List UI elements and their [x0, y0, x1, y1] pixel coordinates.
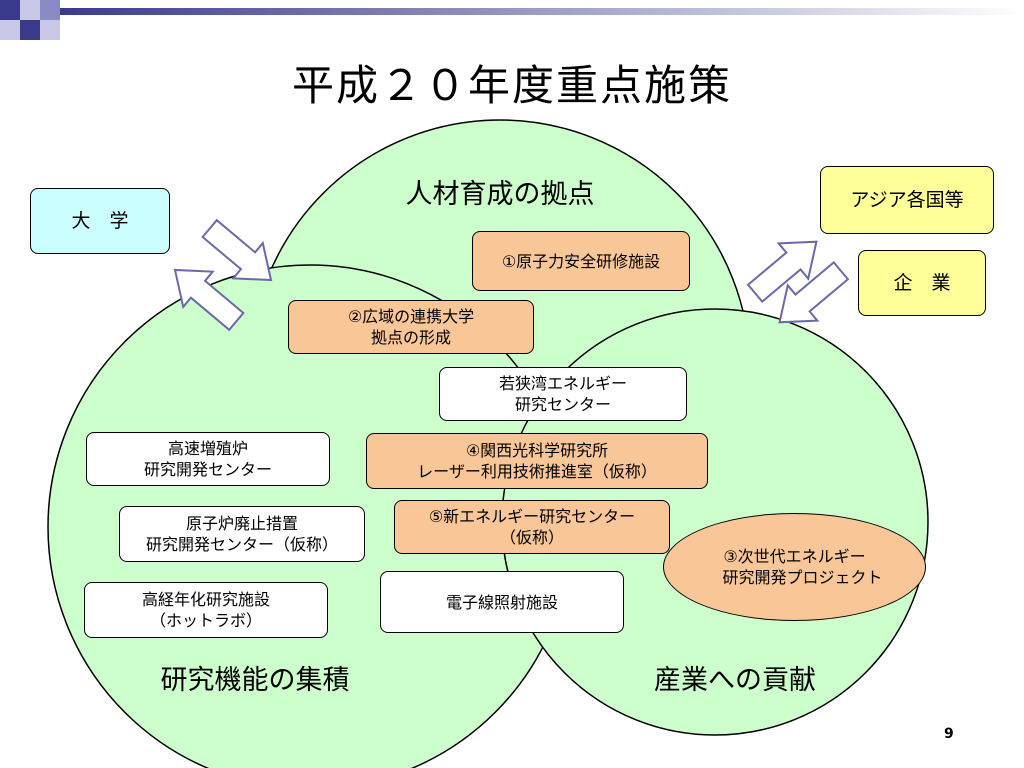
- arrow-shape: [746, 240, 818, 303]
- decommissioning-box: 原子炉廃止措置 研究開発センター（仮称）: [119, 506, 365, 562]
- box-text-line: ②広域の連携大学: [347, 307, 475, 326]
- company-label: 企 業: [893, 271, 951, 294]
- left-double-arrow: [173, 218, 273, 332]
- arrow-shape: [201, 218, 273, 282]
- box-text-line: 電子線照射施設: [445, 592, 558, 612]
- header-square: [0, 20, 20, 40]
- asia-label: アジア各国等: [850, 188, 964, 211]
- arrow-shape: [173, 268, 245, 332]
- box-text-line: ⑤新エネルギー研究センター: [428, 507, 636, 526]
- asia-box: アジア各国等: [820, 166, 994, 234]
- kansai-photon-box: ④関西光科学研究所 レーザー利用技術推進室（仮称）: [366, 433, 708, 489]
- box-text-line: レーザー利用技術推進室（仮称）: [417, 462, 657, 481]
- box-text-line: 高経年化研究施設: [141, 590, 270, 609]
- box-text-line: 拠点の形成: [370, 328, 451, 347]
- header-square: [40, 20, 60, 40]
- box-text-line: 高速増殖炉: [167, 439, 248, 458]
- company-box: 企 業: [858, 250, 986, 316]
- page-number: 9: [944, 726, 954, 742]
- box-text-line: 若狭湾エネルギー: [498, 374, 627, 393]
- box-text-line: ①原子力安全研修施設: [501, 251, 661, 271]
- box-text-line: 原子炉廃止措置: [185, 514, 298, 533]
- wakasa-energy-box: 若狭湾エネルギー 研究センター: [439, 367, 687, 421]
- university-box: 大 学: [30, 188, 170, 254]
- box-text-line: ④関西光科学研究所: [465, 441, 609, 460]
- box-text-line: ③次世代エネルギー: [723, 547, 866, 566]
- fast-breeder-box: 高速増殖炉 研究開発センター: [86, 432, 330, 486]
- circle-label-left: 研究機能の集積: [160, 665, 350, 696]
- header-square: [20, 0, 40, 20]
- wide-area-box: ②広域の連携大学 拠点の形成: [288, 300, 534, 354]
- box-text-line: 研究開発プロジェクト: [706, 568, 883, 587]
- box-text-line: 研究センター: [514, 395, 611, 414]
- page-title: 平成２０年度重点施策: [291, 61, 732, 110]
- header-square: [20, 20, 40, 40]
- new-energy-box: ⑤新エネルギー研究センター （仮称）: [394, 500, 670, 554]
- box-text-line: 研究開発センター（仮称）: [145, 535, 338, 554]
- nuclear-safety-box: ①原子力安全研修施設: [472, 231, 690, 291]
- header-bar: [60, 8, 1024, 15]
- box-text-line: 研究開発センター: [143, 460, 272, 479]
- aging-research-box: 高経年化研究施設 （ホットラボ）: [84, 582, 328, 638]
- next-gen-energy-oval: ③次世代エネルギー 研究開発プロジェクト: [663, 513, 926, 621]
- circle-label-top: 人材育成の拠点: [405, 179, 595, 210]
- circle-label-right: 産業への貢献: [654, 665, 816, 696]
- electron-beam-box: 電子線照射施設: [380, 571, 624, 633]
- university-label: 大 学: [71, 209, 129, 232]
- box-text-line: （ホットラボ）: [149, 611, 262, 630]
- header-decoration: [0, 0, 1024, 40]
- arrow-shape: [778, 261, 850, 324]
- box-text-line: （仮称）: [499, 528, 564, 547]
- right-double-arrow: [746, 240, 850, 324]
- header-square: [0, 0, 20, 20]
- header-square: [40, 0, 60, 20]
